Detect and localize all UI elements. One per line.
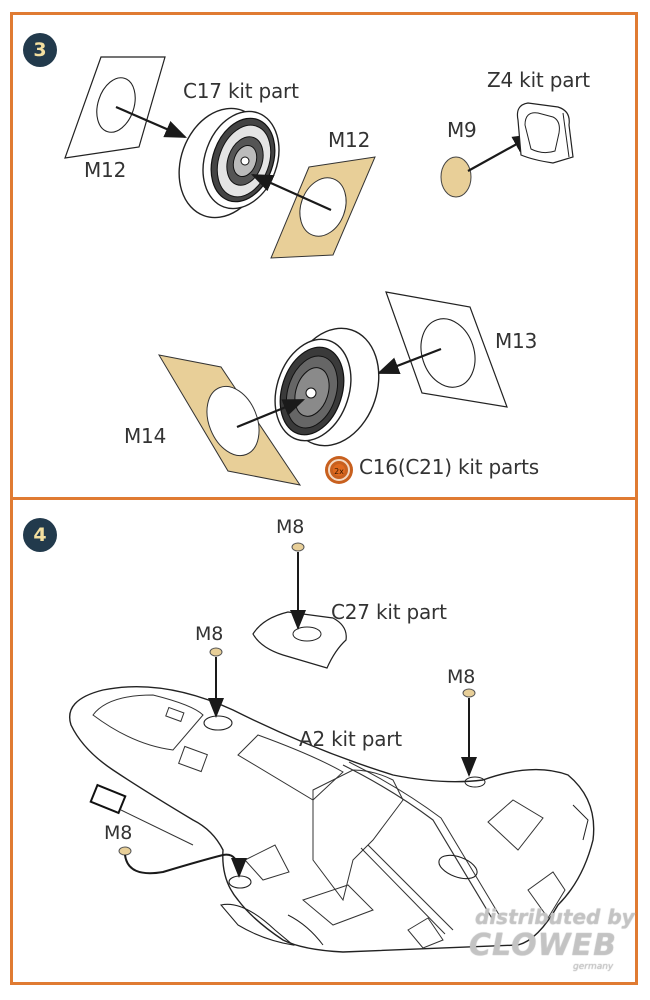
label-m8-left: M8 [104, 822, 133, 844]
label-z4-kit-part: Z4 kit part [487, 68, 590, 92]
step-3-panel: 3 [10, 12, 638, 500]
lamp-part-icon [516, 102, 574, 164]
etched-mask-icon [250, 156, 376, 259]
label-m13: M13 [495, 329, 538, 353]
step-number-badge: 4 [23, 518, 57, 552]
mask-sheet-icon [376, 291, 508, 408]
step-4-illustration [69, 542, 595, 953]
step-3-illustration: 2x [64, 56, 574, 486]
label-a2-kit-part: A2 kit part [299, 727, 402, 751]
label-m8-right: M8 [447, 666, 476, 688]
label-c17-kit-part: C17 kit part [183, 79, 299, 103]
m8-dot-icon [118, 846, 247, 878]
label-c27-kit-part: C27 kit part [331, 600, 447, 624]
label-m9: M9 [447, 118, 477, 142]
svg-text:2x: 2x [334, 467, 344, 476]
step-number-badge: 3 [23, 33, 57, 67]
m8-dot-icon [208, 647, 224, 718]
label-m12-right: M12 [328, 128, 371, 152]
hatch-part-icon [252, 611, 347, 669]
label-m14: M14 [124, 424, 167, 448]
watermark-distributed-by: distributed by [475, 905, 635, 929]
label-m8-mid: M8 [195, 623, 224, 645]
step-4-panel: 4 [10, 497, 638, 985]
watermark-country: germany [573, 962, 614, 972]
round-mask-icon [440, 133, 535, 198]
etched-mask-icon [158, 354, 306, 486]
label-c16-c21-kit-parts: C16(C21) kit parts [359, 455, 539, 479]
label-m8-top: M8 [276, 516, 305, 538]
fuselage-part-icon [69, 686, 595, 953]
wheel-icon [178, 107, 280, 219]
mask-sheet-icon [64, 56, 188, 159]
watermark-brand: CLOWEB [469, 928, 618, 963]
label-m12-left: M12 [84, 158, 127, 182]
repeat-2x-icon: 2x [325, 456, 353, 484]
wheel-icon [274, 327, 380, 447]
m8-dot-icon [290, 542, 306, 630]
m8-dot-icon [461, 688, 477, 777]
